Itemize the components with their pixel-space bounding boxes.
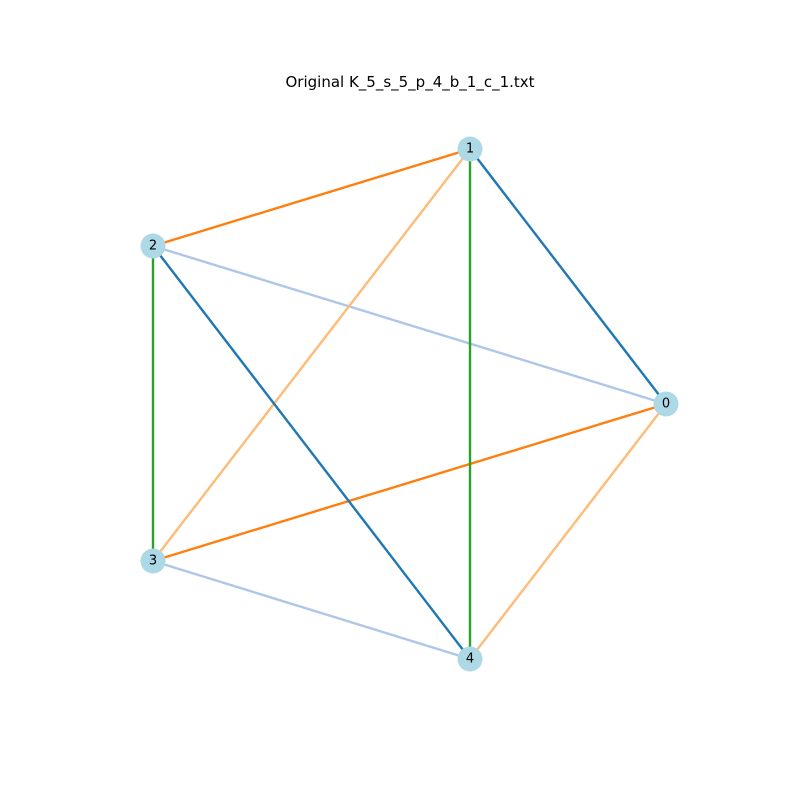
node-label-2: 2 xyxy=(149,239,157,254)
diagram-title: Original K_5_s_5_p_4_b_1_c_1.txt xyxy=(285,73,535,91)
node-0: 0 xyxy=(653,391,679,417)
edges-layer xyxy=(151,147,667,661)
nodes-layer: 0 1 2 3 4 xyxy=(140,136,679,672)
node-4: 4 xyxy=(457,646,483,672)
node-circle-3 xyxy=(140,548,166,574)
node-circle-2 xyxy=(140,233,166,259)
node-3: 3 xyxy=(140,548,166,574)
node-circle-0 xyxy=(653,391,679,417)
node-label-0: 0 xyxy=(662,397,670,412)
edge-0-4 xyxy=(469,403,667,660)
node-label-3: 3 xyxy=(149,554,157,569)
node-circle-1 xyxy=(457,136,483,162)
edge-0-3 xyxy=(152,402,667,563)
edge-3-4 xyxy=(152,559,471,661)
edge-0-2 xyxy=(152,244,667,406)
edge-1-2 xyxy=(152,147,471,248)
node-label-4: 4 xyxy=(466,652,474,667)
node-1: 1 xyxy=(457,136,483,162)
node-2: 2 xyxy=(140,233,166,259)
node-circle-4 xyxy=(457,646,483,672)
edge-0-1 xyxy=(469,148,667,405)
node-label-1: 1 xyxy=(466,142,474,157)
edge-1-3 xyxy=(152,148,471,562)
edge-2-4 xyxy=(152,245,471,660)
